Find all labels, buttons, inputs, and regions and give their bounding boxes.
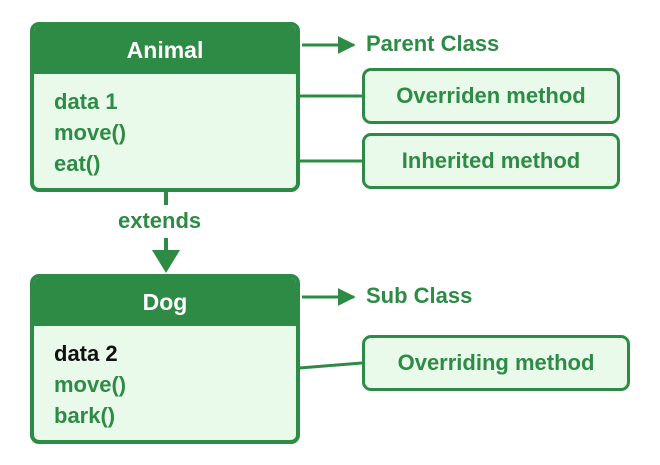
parent-class-members: data 1 move() eat() [34, 74, 296, 179]
overriding-method-callout: Overriding method [362, 335, 630, 391]
extends-label: extends [118, 208, 202, 233]
parent-class-box: Animal data 1 move() eat() [30, 22, 300, 192]
member-data-1: data 1 [54, 89, 118, 114]
member-move-override: move() [54, 372, 127, 397]
parent-class-title: Animal [34, 26, 296, 74]
member-eat: eat() [54, 151, 101, 176]
member-move: move() [54, 120, 127, 145]
inherited-method-callout: Inherited method [362, 133, 620, 189]
child-class-members: data 2 move() bark() [34, 326, 296, 431]
overriden-method-callout: Overriden method [362, 68, 620, 124]
child-class-box: Dog data 2 move() bark() [30, 274, 300, 444]
member-bark: bark() [54, 403, 116, 428]
extends-arrowhead [152, 250, 180, 273]
sub-class-tag: Sub Class [366, 283, 473, 308]
member-data-2: data 2 [54, 341, 118, 366]
parent-class-tag: Parent Class [366, 31, 500, 56]
child-class-title: Dog [34, 278, 296, 326]
